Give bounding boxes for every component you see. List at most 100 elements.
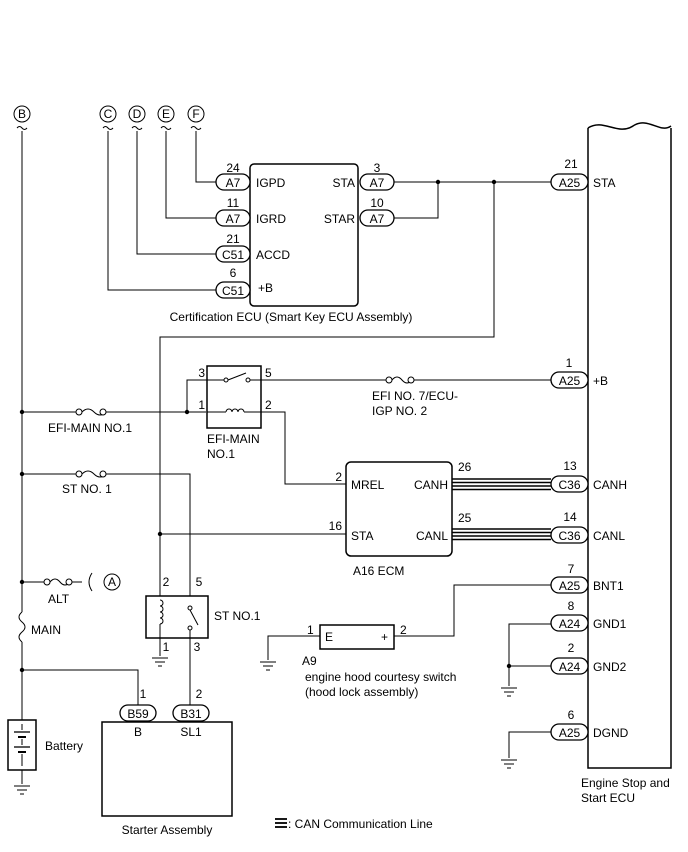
svg-text:D: D: [133, 107, 142, 121]
pin-number: 10: [370, 196, 384, 210]
fuse-label: IGP NO. 2: [372, 404, 427, 418]
pin-number: 3: [198, 366, 205, 380]
pin-name: CANH: [593, 478, 627, 492]
pin-number: 6: [230, 266, 237, 280]
pin-name: GND1: [593, 617, 627, 631]
connector-label: A7: [370, 176, 385, 190]
pin-number: 8: [568, 599, 575, 613]
component-caption: A16 ECM: [353, 564, 404, 578]
pin-number: 25: [458, 511, 472, 525]
certification-ecu: 24 A7 IGPD 11 A7 IGRD 21 C51 ACCD 6 C51 …: [170, 161, 413, 324]
svg-text:F: F: [192, 107, 199, 121]
battery: Battery: [7, 719, 83, 771]
pin-number: 1: [163, 640, 170, 654]
connector-label: A7: [370, 212, 385, 226]
pin-number: 24: [226, 161, 240, 175]
connector-label: A24: [559, 660, 581, 674]
fuse-st-no1: ST NO. 1: [62, 470, 112, 496]
pin-number: 1: [198, 398, 205, 412]
fuse-main: MAIN: [14, 611, 61, 643]
component-caption: EFI-MAIN: [207, 432, 260, 446]
pin-name: STA: [351, 529, 373, 543]
pin-number: 2: [335, 470, 342, 484]
ground-icon-hood: [260, 661, 276, 671]
pin-number: 1: [566, 356, 573, 370]
component-caption: Engine Stop and: [581, 776, 670, 790]
pin-name: SL1: [180, 725, 202, 739]
legend: : CAN Communication Line: [275, 817, 433, 831]
pin-number: 2: [265, 398, 272, 412]
ground-icon-st-relay: [152, 657, 168, 667]
ground-icon-dgnd: [501, 759, 517, 769]
connector-label: A25: [559, 176, 581, 190]
connector-label: A25: [559, 726, 581, 740]
pin-number: 2: [163, 575, 170, 589]
engine-stop-start-ecu: 21 A25 STA 1 A25 +B 13 C36 CANH 14 C36 C…: [550, 122, 672, 805]
pin-number: 2: [196, 687, 203, 701]
connector-label: A25: [559, 579, 581, 593]
pin-number: 3: [374, 161, 381, 175]
component-caption: engine hood courtesy switch: [305, 670, 456, 684]
pin-name: DGND: [593, 726, 629, 740]
pin-name: STA: [593, 176, 615, 190]
terminal-a: A: [108, 575, 116, 589]
hood-courtesy-switch: E + 1 2 A9 engine hood courtesy switch (…: [302, 623, 456, 699]
pin-name: GND2: [593, 660, 627, 674]
connector-label: A24: [559, 617, 581, 631]
component-caption: ST NO.1: [214, 609, 261, 623]
component-caption: Start ECU: [581, 791, 635, 805]
ground-icon-gnd: [501, 687, 517, 697]
pin-name: IGPD: [256, 176, 286, 190]
starter-assembly: B59 B31 1 2 B SL1 Starter Assembly: [101, 687, 233, 837]
can-bus-lines: [452, 478, 551, 541]
pin-name: CANL: [416, 529, 448, 543]
pin-name: CANL: [593, 529, 625, 543]
st-no1-relay: 2 5 1 3 ST NO.1: [145, 575, 261, 654]
pin-name: CANH: [414, 478, 448, 492]
pin-number: 6: [568, 708, 575, 722]
legend-label: : CAN Communication Line: [288, 817, 433, 831]
pin-name: B: [134, 725, 142, 739]
component-caption: (hood lock assembly): [305, 685, 418, 699]
pin-number: 2: [568, 641, 575, 655]
pin-number: 1: [307, 623, 314, 637]
pin-number: 11: [227, 196, 240, 210]
ecm: MREL STA CANH CANL 2 16 26 25 A16 ECM: [329, 460, 472, 578]
junction-dots: [19, 179, 512, 673]
connector-label: C36: [558, 529, 580, 543]
svg-text:C: C: [104, 107, 113, 121]
fuse-label: ALT: [48, 592, 70, 606]
terminal-b: B: [13, 105, 31, 130]
pin-number: 7: [568, 562, 575, 576]
connector-label: C51: [222, 248, 244, 262]
pin-number: 5: [265, 366, 272, 380]
fuse-efi-no7: EFI NO. 7/ECU- IGP NO. 2: [372, 376, 458, 418]
pin-name: E: [325, 630, 333, 644]
terminal-d: D: [128, 105, 146, 130]
pin-number: 5: [196, 575, 203, 589]
component-caption: Battery: [45, 739, 83, 753]
component-caption: Certification ECU (Smart Key ECU Assembl…: [170, 310, 413, 324]
pin-name: +B: [258, 281, 273, 295]
pin-number: 13: [563, 459, 577, 473]
connector-label: C51: [222, 284, 244, 298]
component-caption: NO.1: [207, 447, 235, 461]
pin-name: MREL: [351, 478, 385, 492]
svg-text:B: B: [18, 107, 26, 121]
terminal-c: C: [99, 105, 117, 130]
pin-name: STA: [333, 176, 355, 190]
pin-number: 21: [564, 157, 578, 171]
pin-name: +B: [593, 374, 608, 388]
connector-label: A25: [559, 374, 581, 388]
ground-icon-battery: [14, 785, 30, 795]
pin-name: BNT1: [593, 579, 624, 593]
component-id: A9: [302, 654, 317, 668]
fuse-alt: ALT A: [43, 572, 121, 606]
fuse-label: EFI-MAIN NO.1: [48, 421, 132, 435]
connector-label: B31: [180, 707, 202, 721]
fuse-label: EFI NO. 7/ECU-: [372, 389, 458, 403]
pin-number: 14: [563, 510, 577, 524]
connector-label: A7: [226, 176, 241, 190]
fuse-label: ST NO. 1: [62, 482, 112, 496]
component-caption: Starter Assembly: [122, 823, 213, 837]
